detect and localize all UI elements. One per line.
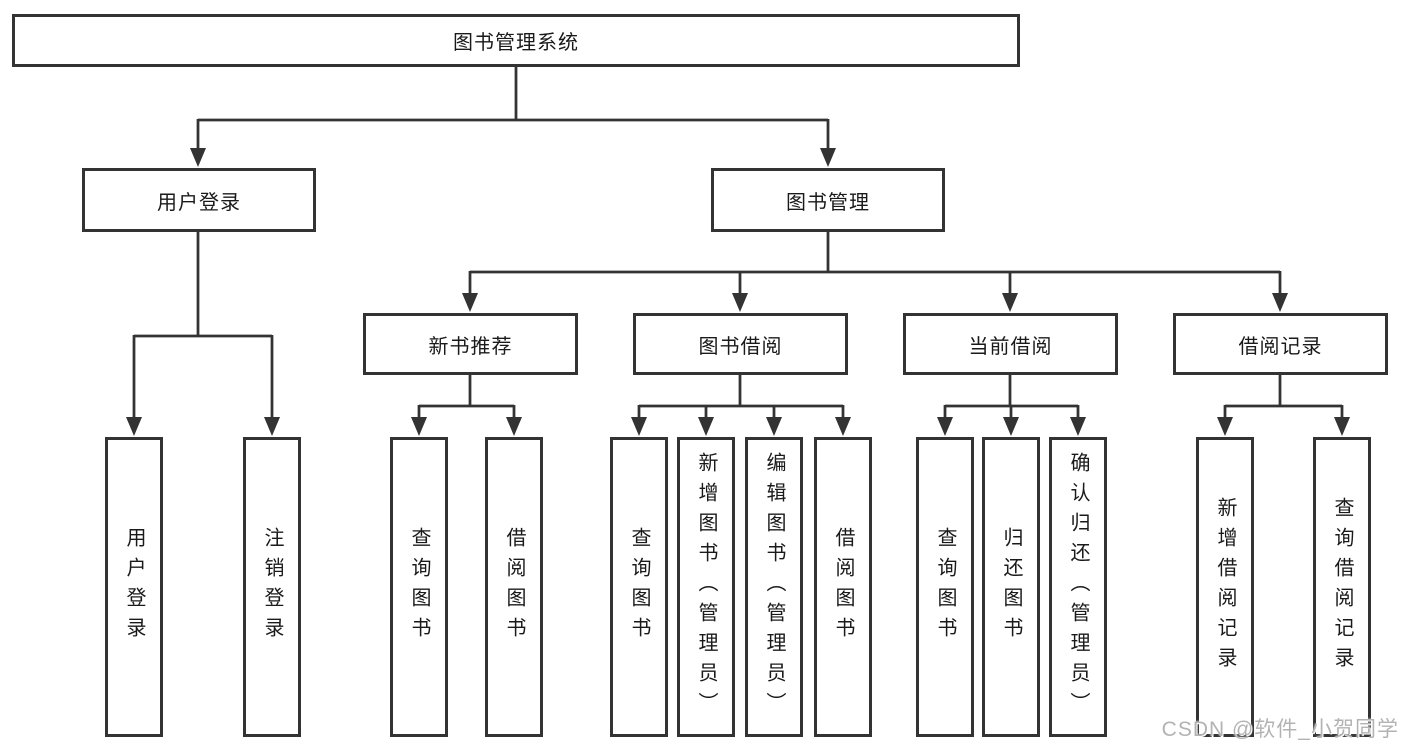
- node-new-book-recommendation: 新书推荐: [363, 313, 578, 375]
- arrowhead: [411, 417, 427, 436]
- node-library-management-system: 图书管理系统: [12, 14, 1020, 67]
- arrowhead: [732, 293, 748, 312]
- arrowhead: [190, 148, 206, 167]
- arrowhead: [698, 417, 714, 436]
- leaf-label: 用户登录: [123, 527, 145, 647]
- leaf-confirm-return-admin: 确认归还（管理员）: [1049, 437, 1107, 737]
- leaf-edit-book-admin: 编辑图书（管理员）: [745, 437, 803, 737]
- arrowhead: [1272, 293, 1288, 312]
- node-borrowing-records: 借阅记录: [1173, 313, 1388, 375]
- leaf-query-books-borrow: 查询图书: [610, 437, 668, 737]
- arrowhead: [264, 417, 280, 436]
- leaf-query-books-recommend: 查询图书: [390, 437, 448, 737]
- leaf-label: 确认归还（管理员）: [1067, 452, 1089, 722]
- leaf-user-login: 用户登录: [105, 437, 163, 737]
- node-label: 图书借阅: [698, 335, 783, 358]
- leaf-query-borrow-record: 查询借阅记录: [1313, 437, 1371, 737]
- leaf-logout: 注销登录: [243, 437, 301, 737]
- leaf-query-books-current: 查询图书: [916, 437, 974, 737]
- leaf-label: 新增借阅记录: [1214, 497, 1236, 677]
- leaf-label: 借阅图书: [503, 527, 525, 647]
- node-label: 用户登录: [157, 191, 241, 214]
- node-label: 新书推荐: [428, 335, 513, 358]
- leaf-add-borrow-record: 新增借阅记录: [1196, 437, 1254, 737]
- arrowhead: [506, 417, 522, 436]
- leaf-borrow-books: 借阅图书: [814, 437, 872, 737]
- leaf-label: 编辑图书（管理员）: [763, 452, 785, 722]
- arrowhead: [1217, 417, 1233, 436]
- arrowhead: [462, 293, 478, 312]
- leaf-label: 借阅图书: [832, 527, 854, 647]
- arrowhead: [766, 417, 782, 436]
- arrowhead: [820, 148, 836, 167]
- leaf-label: 查询借阅记录: [1331, 497, 1353, 677]
- leaf-label: 查询图书: [934, 527, 956, 647]
- node-label: 图书管理系统: [453, 32, 579, 54]
- node-label: 借阅记录: [1238, 335, 1323, 358]
- node-book-management: 图书管理: [711, 168, 945, 232]
- leaf-label: 归还图书: [1000, 527, 1022, 647]
- node-book-borrowing: 图书借阅: [633, 313, 848, 375]
- arrowhead: [835, 417, 851, 436]
- arrowhead: [1003, 417, 1019, 436]
- arrowhead: [1334, 417, 1350, 436]
- leaf-add-book-admin: 新增图书（管理员）: [677, 437, 735, 737]
- arrowhead: [1002, 293, 1018, 312]
- watermark: CSDN @软件_小贺同学: [1161, 718, 1399, 741]
- arrowhead: [1070, 417, 1086, 436]
- arrowhead: [631, 417, 647, 436]
- node-label: 图书管理: [786, 191, 870, 214]
- leaf-label: 查询图书: [628, 527, 650, 647]
- leaf-label: 注销登录: [261, 527, 283, 647]
- node-user-login: 用户登录: [82, 168, 316, 232]
- leaf-label: 查询图书: [408, 527, 430, 647]
- node-current-borrowing: 当前借阅: [903, 313, 1118, 375]
- arrowhead: [937, 417, 953, 436]
- arrowhead: [126, 417, 142, 436]
- leaf-label: 新增图书（管理员）: [695, 452, 717, 722]
- leaf-return-books: 归还图书: [982, 437, 1040, 737]
- node-label: 当前借阅: [968, 335, 1053, 358]
- leaf-borrow-books-recommend: 借阅图书: [485, 437, 543, 737]
